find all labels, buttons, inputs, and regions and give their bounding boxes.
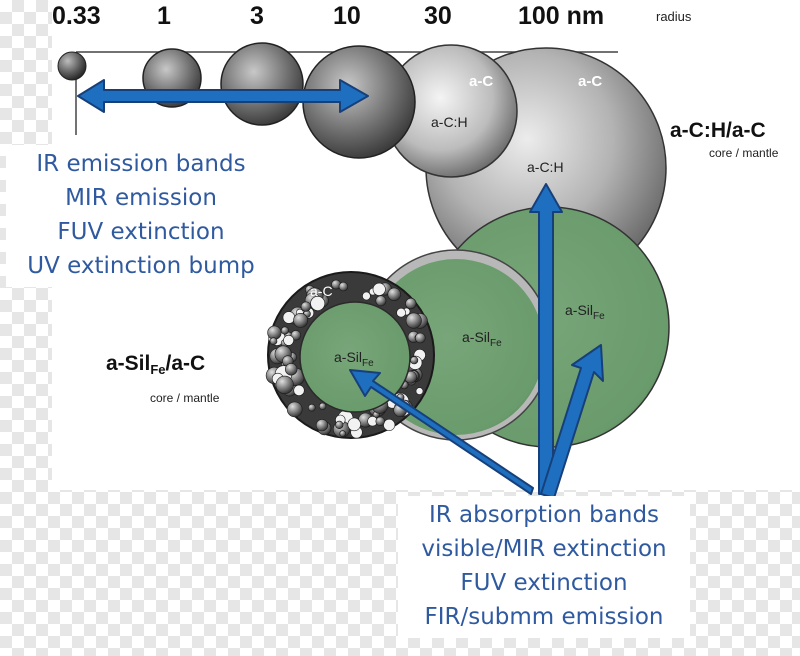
mantle-bead — [405, 312, 422, 329]
mantle-bead — [383, 418, 396, 431]
mantle-bead — [387, 287, 401, 301]
arrow-up-to-ach — [529, 183, 563, 495]
mantle-bead — [286, 401, 303, 418]
scale-tick-1: 1 — [157, 2, 171, 30]
mantle-bead — [280, 326, 289, 335]
mantle-bead — [310, 295, 326, 311]
silicate-grain-coated-core — [299, 301, 411, 413]
scale-tick-0: 0.33 — [52, 2, 101, 30]
absorption-line-2: visible/MIR extinction — [421, 536, 667, 562]
mantle-bead — [362, 291, 371, 301]
label-ach-30nm: a-C:H — [431, 114, 468, 130]
carbon-title: a-C:H/a-C — [670, 119, 766, 142]
scale-axis-label: radius — [656, 9, 692, 24]
label-asil-coated: a-SilFe — [334, 349, 374, 369]
mantle-bead — [405, 297, 417, 310]
absorption-line-3: FUV extinction — [460, 570, 628, 596]
mantle-bead — [283, 334, 294, 346]
mantle-bead — [347, 417, 361, 432]
label-ach-100nm: a-C:H — [527, 159, 564, 175]
mantle-bead — [300, 301, 312, 312]
mantle-bead — [415, 387, 424, 395]
scale-tick-3: 10 — [333, 2, 361, 30]
double-arrow-horizontal — [77, 79, 369, 113]
scale-tick-2: 3 — [250, 2, 264, 30]
emission-line-1: IR emission bands — [36, 151, 246, 177]
label-ac-coated: a-C — [310, 283, 333, 299]
grain-type-titles: a-C:H/a-C core / mantle a-SilFe/a-C core… — [106, 119, 779, 405]
mantle-bead — [372, 282, 386, 296]
mantle-bead — [414, 332, 426, 344]
mantle-bead — [307, 403, 316, 412]
carbon-mantle-beads — [265, 279, 428, 439]
arrows — [77, 79, 604, 499]
mantle-bead — [282, 311, 296, 324]
arrow-to-large-silicate — [540, 344, 604, 499]
mantle-bead — [339, 430, 347, 437]
mantle-bead — [269, 337, 278, 346]
mantle-bead — [293, 312, 308, 328]
mantle-bead — [293, 384, 305, 397]
absorption-properties-box: IR absorption bands visible/MIR extincti… — [398, 496, 690, 638]
emission-line-3: FUV extinction — [57, 219, 225, 245]
grain-labels: a-C a-C a-C:H a-C:H a-C a-SilFe a-SilFe … — [310, 73, 605, 369]
absorption-line-4: FIR/submm emission — [424, 604, 664, 630]
silicate-subtitle: core / mantle — [150, 391, 220, 405]
mantle-bead — [285, 363, 298, 376]
label-asil-large: a-SilFe — [565, 302, 605, 322]
scale-tick-4: 30 — [424, 2, 452, 30]
carbon-grain-3nm — [220, 42, 304, 126]
mantle-bead — [315, 419, 329, 432]
mantle-bead — [338, 281, 349, 292]
emission-line-4: UV extinction bump — [27, 253, 255, 279]
mantle-bead — [410, 356, 419, 365]
mantle-bead — [267, 325, 282, 340]
emission-properties-box: IR emission bands MIR emission FUV extin… — [6, 145, 276, 287]
mantle-bead — [275, 375, 294, 395]
mantle-bead — [375, 416, 385, 426]
arrow-to-coated-silicate — [349, 369, 534, 495]
mantle-bead — [335, 420, 344, 430]
carbon-subtitle: core / mantle — [709, 146, 779, 160]
label-ac-30nm: a-C — [469, 73, 493, 90]
mantle-bead — [318, 402, 327, 410]
scale-axis: 0.33 1 3 10 30 100 nm radius — [52, 2, 692, 135]
scale-tick-5: 100 nm — [518, 2, 604, 30]
label-ac-100nm: a-C — [578, 73, 602, 90]
absorption-line-1: IR absorption bands — [428, 502, 660, 528]
label-asil-mid: a-SilFe — [462, 329, 502, 349]
mantle-bead — [290, 330, 302, 341]
silicate-title: a-SilFe/a-C — [106, 352, 205, 377]
carbon-grain-0.33nm — [57, 51, 87, 81]
emission-line-2: MIR emission — [65, 185, 217, 211]
mantle-bead — [396, 307, 406, 318]
mantle-bead — [375, 295, 387, 307]
